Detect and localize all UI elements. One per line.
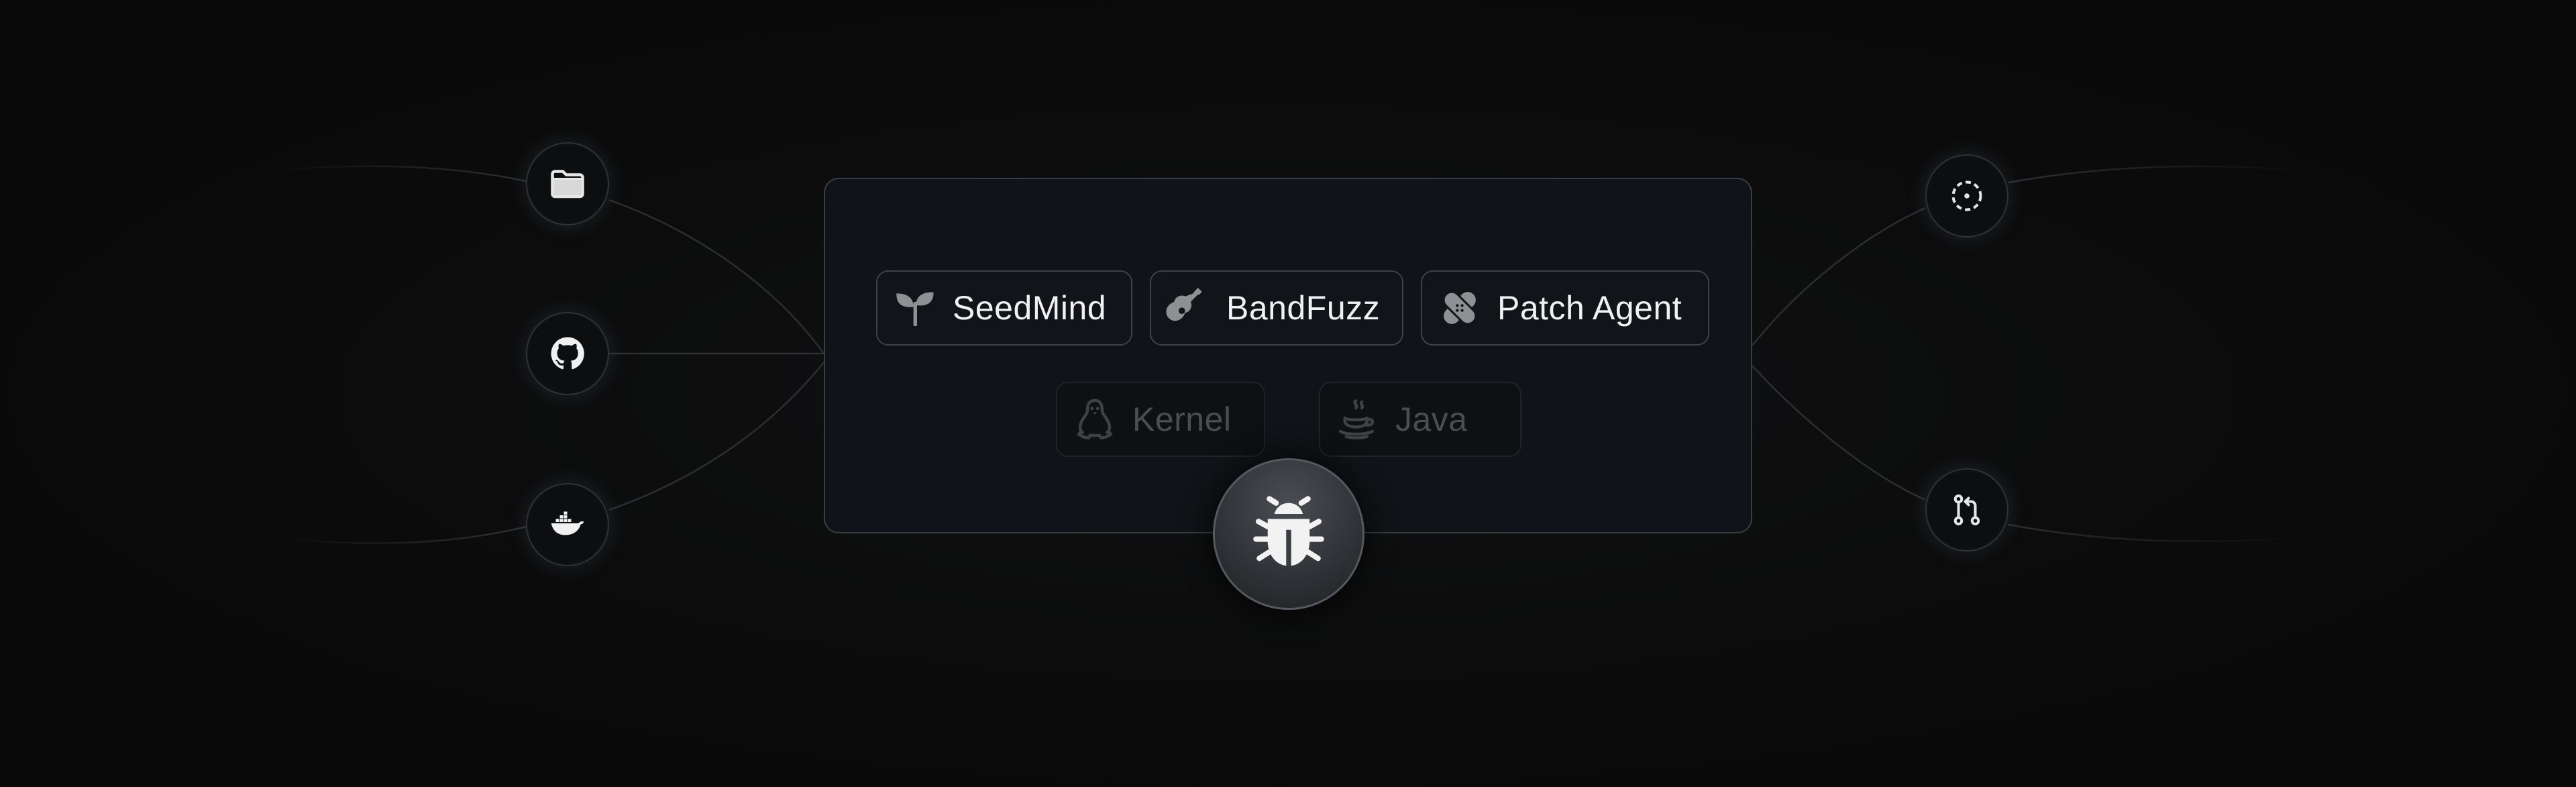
docker-icon — [551, 511, 584, 535]
target-chip-java[interactable]: Java — [1319, 382, 1521, 457]
dashed-target-icon — [1951, 180, 1982, 211]
connector-panel-pr — [1752, 365, 1926, 501]
target-label-kernel: Kernel — [1132, 401, 1232, 438]
pull-request-node — [1925, 468, 2008, 552]
component-label-bandfuzz: BandFuzz — [1226, 289, 1381, 327]
bandage-icon — [1442, 291, 1477, 325]
component-chip-patch-agent[interactable]: Patch Agent — [1421, 270, 1709, 346]
github-icon — [551, 337, 584, 370]
guitar-icon — [1166, 288, 1202, 321]
connector-folder-panel — [608, 199, 825, 354]
component-chip-seedmind[interactable]: SeedMind — [876, 270, 1132, 346]
java-cup-icon — [1338, 399, 1375, 439]
connector-docker-panel — [608, 362, 824, 511]
github-node — [526, 312, 609, 395]
connector-left-top-in — [268, 165, 527, 182]
bug-node[interactable] — [1213, 458, 1364, 610]
component-label-seedmind: SeedMind — [953, 289, 1107, 327]
folder-icon — [551, 170, 584, 199]
target-node — [1925, 154, 2008, 238]
sprout-icon — [896, 292, 934, 326]
component-label-patch-agent: Patch Agent — [1497, 289, 1682, 327]
connector-right-bot-out — [2008, 523, 2308, 543]
connector-panel-target — [1752, 207, 1926, 346]
connector-left-bot-in — [268, 525, 527, 544]
linux-penguin-icon — [1077, 399, 1113, 439]
connector-right-top-out — [2008, 165, 2308, 184]
target-label-java: Java — [1395, 401, 1468, 438]
docker-node — [526, 483, 609, 566]
git-pull-request-icon — [1953, 494, 1980, 526]
folder-node — [526, 142, 609, 225]
component-chip-bandfuzz[interactable]: BandFuzz — [1150, 270, 1403, 346]
target-chip-kernel[interactable]: Kernel — [1056, 382, 1265, 457]
bug-icon — [1253, 496, 1324, 566]
